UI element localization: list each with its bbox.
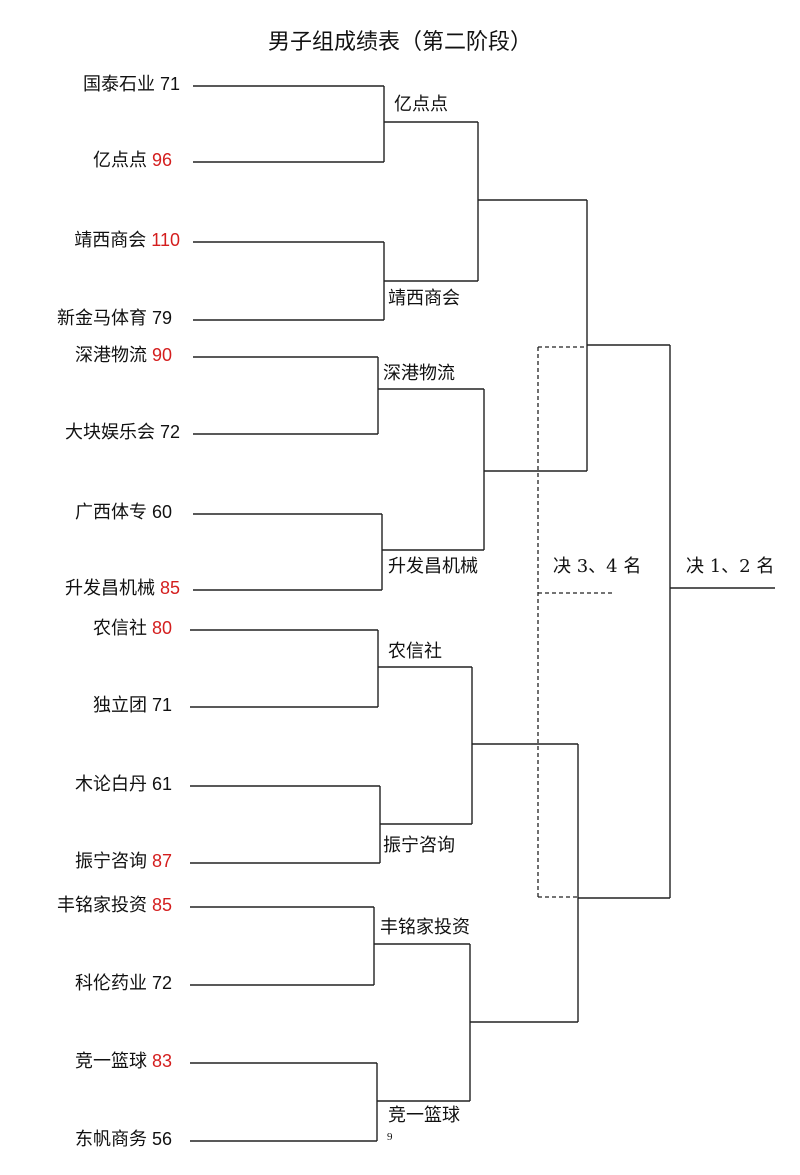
team-name: 木论白丹 <box>74 774 147 795</box>
team-score-winner: 96 <box>146 150 172 170</box>
team-score-winner: 85 <box>146 895 172 915</box>
team-score-winner: 85 <box>154 578 180 598</box>
team-name: 新金马体育 <box>56 308 147 329</box>
team-score: 72 <box>154 422 180 442</box>
team-score: 72 <box>146 973 172 993</box>
team-entry: 农信社 80 <box>93 617 172 640</box>
team-name: 东帆商务 <box>74 1129 147 1150</box>
round-winner-label: 深港物流 <box>383 363 455 384</box>
team-score: 79 <box>146 308 172 328</box>
round-winner-label: 升发昌机械 <box>388 556 478 577</box>
team-name: 竞一篮球 <box>74 1051 147 1072</box>
team-name: 国泰石业 <box>82 74 155 95</box>
team-entry: 新金马体育 79 <box>57 307 172 330</box>
team-entry: 亿点点 96 <box>93 149 172 172</box>
team-entry: 东帆商务 56 <box>75 1128 172 1151</box>
team-score: 71 <box>146 695 172 715</box>
page-number: 9 <box>387 1131 393 1143</box>
team-name: 丰铭家投资 <box>56 895 147 916</box>
round-winner-label: 亿点点 <box>394 94 448 115</box>
team-name: 独立团 <box>92 695 147 716</box>
team-score-winner: 90 <box>146 345 172 365</box>
round-winner-label: 农信社 <box>388 641 442 662</box>
team-entry: 升发昌机械 85 <box>65 577 180 600</box>
team-name: 亿点点 <box>92 150 147 171</box>
team-entry: 广西体专 60 <box>75 501 172 524</box>
team-entry: 丰铭家投资 85 <box>57 894 172 917</box>
team-entry: 科伦药业 72 <box>75 972 172 995</box>
team-score: 71 <box>154 74 180 94</box>
team-entry: 独立团 71 <box>93 694 172 717</box>
team-entry: 振宁咨询 87 <box>75 850 172 873</box>
first-place-label: 决 1、2 名 <box>686 556 775 577</box>
team-name: 靖西商会 <box>74 230 147 251</box>
third-place-label: 决 3、4 名 <box>553 556 642 577</box>
team-entry: 深港物流 90 <box>75 344 172 367</box>
team-score-winner: 83 <box>146 1051 172 1071</box>
team-name: 农信社 <box>92 618 147 639</box>
team-score: 56 <box>146 1129 172 1149</box>
team-name: 大块娱乐会 <box>64 422 155 443</box>
team-name: 振宁咨询 <box>74 851 147 872</box>
team-score-winner: 87 <box>146 851 172 871</box>
round-winner-label: 振宁咨询 <box>383 835 455 856</box>
team-entry: 竞一篮球 83 <box>75 1050 172 1073</box>
team-score-winner: 80 <box>146 618 172 638</box>
page-title: 男子组成绩表（第二阶段） <box>267 30 532 55</box>
team-score: 60 <box>146 502 172 522</box>
team-name: 升发昌机械 <box>64 578 155 599</box>
round-winner-label: 丰铭家投资 <box>380 917 470 938</box>
team-entry: 大块娱乐会 72 <box>65 421 180 444</box>
team-name: 科伦药业 <box>74 973 147 994</box>
round-winner-label: 靖西商会 <box>388 288 460 309</box>
team-name: 广西体专 <box>74 502 147 523</box>
round-winner-label: 竞一篮球 <box>388 1105 460 1126</box>
team-entry: 靖西商会 110 <box>74 229 180 252</box>
team-entry: 木论白丹 61 <box>75 773 172 796</box>
team-entry: 国泰石业 71 <box>83 73 180 96</box>
team-score-winner: 110 <box>146 230 180 250</box>
team-score: 61 <box>146 774 172 794</box>
team-name: 深港物流 <box>74 345 147 366</box>
